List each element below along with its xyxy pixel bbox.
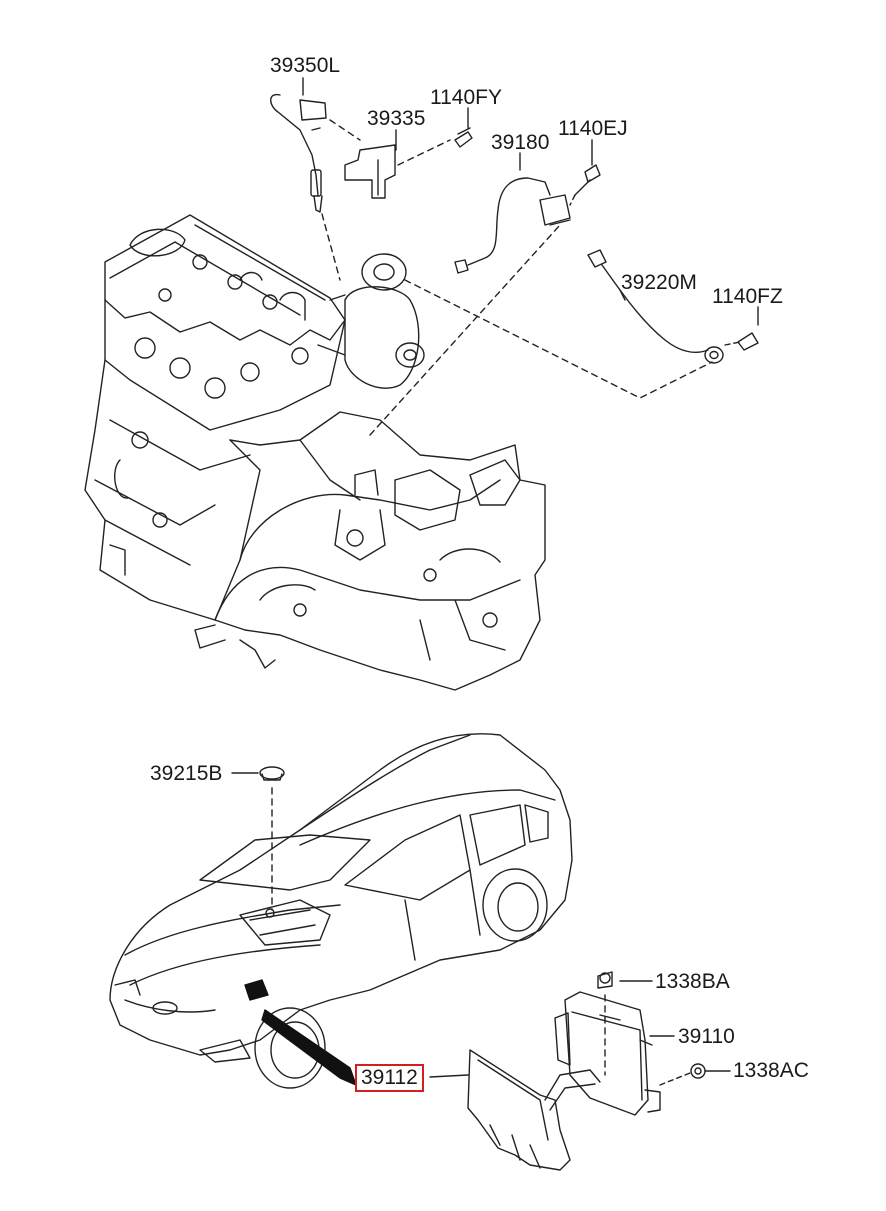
- nut-1338AC: [659, 1063, 731, 1086]
- label-39220M[interactable]: 39220M: [621, 271, 697, 294]
- bracket-39335: [329, 119, 451, 199]
- label-39180[interactable]: 39180: [491, 131, 550, 154]
- nut-1338BA: [597, 971, 653, 989]
- grommet-39215B: [231, 766, 285, 781]
- engine-assembly: [84, 214, 546, 691]
- ecu-bracket-39112: [429, 1049, 601, 1171]
- label-1140FY[interactable]: 1140FY: [430, 86, 502, 109]
- label-1140FZ[interactable]: 1140FZ: [712, 285, 783, 308]
- label-39335[interactable]: 39335: [367, 107, 426, 130]
- turbocharger: [317, 253, 425, 389]
- ecu-module-39110: [554, 991, 675, 1116]
- oxygen-sensor-39350L: [270, 77, 341, 281]
- bolt-1140FY: [454, 107, 473, 148]
- label-39350L[interactable]: 39350L: [270, 54, 341, 77]
- label-1140EJ[interactable]: 1140EJ: [558, 117, 628, 140]
- transaxle: [194, 411, 546, 691]
- label-39215B[interactable]: 39215B: [150, 762, 223, 785]
- label-1338BA[interactable]: 1338BA: [655, 970, 730, 993]
- label-1338AC[interactable]: 1338AC: [733, 1059, 809, 1082]
- bolt-1140EJ: [569, 139, 601, 206]
- sensor-39180: [369, 152, 571, 436]
- vehicle-body: [109, 733, 573, 1089]
- knock-sensor-39220M: [404, 249, 724, 399]
- bolt-1140FZ: [724, 306, 759, 351]
- label-39110[interactable]: 39110: [678, 1025, 735, 1048]
- label-39112-highlighted[interactable]: 39112: [355, 1064, 424, 1092]
